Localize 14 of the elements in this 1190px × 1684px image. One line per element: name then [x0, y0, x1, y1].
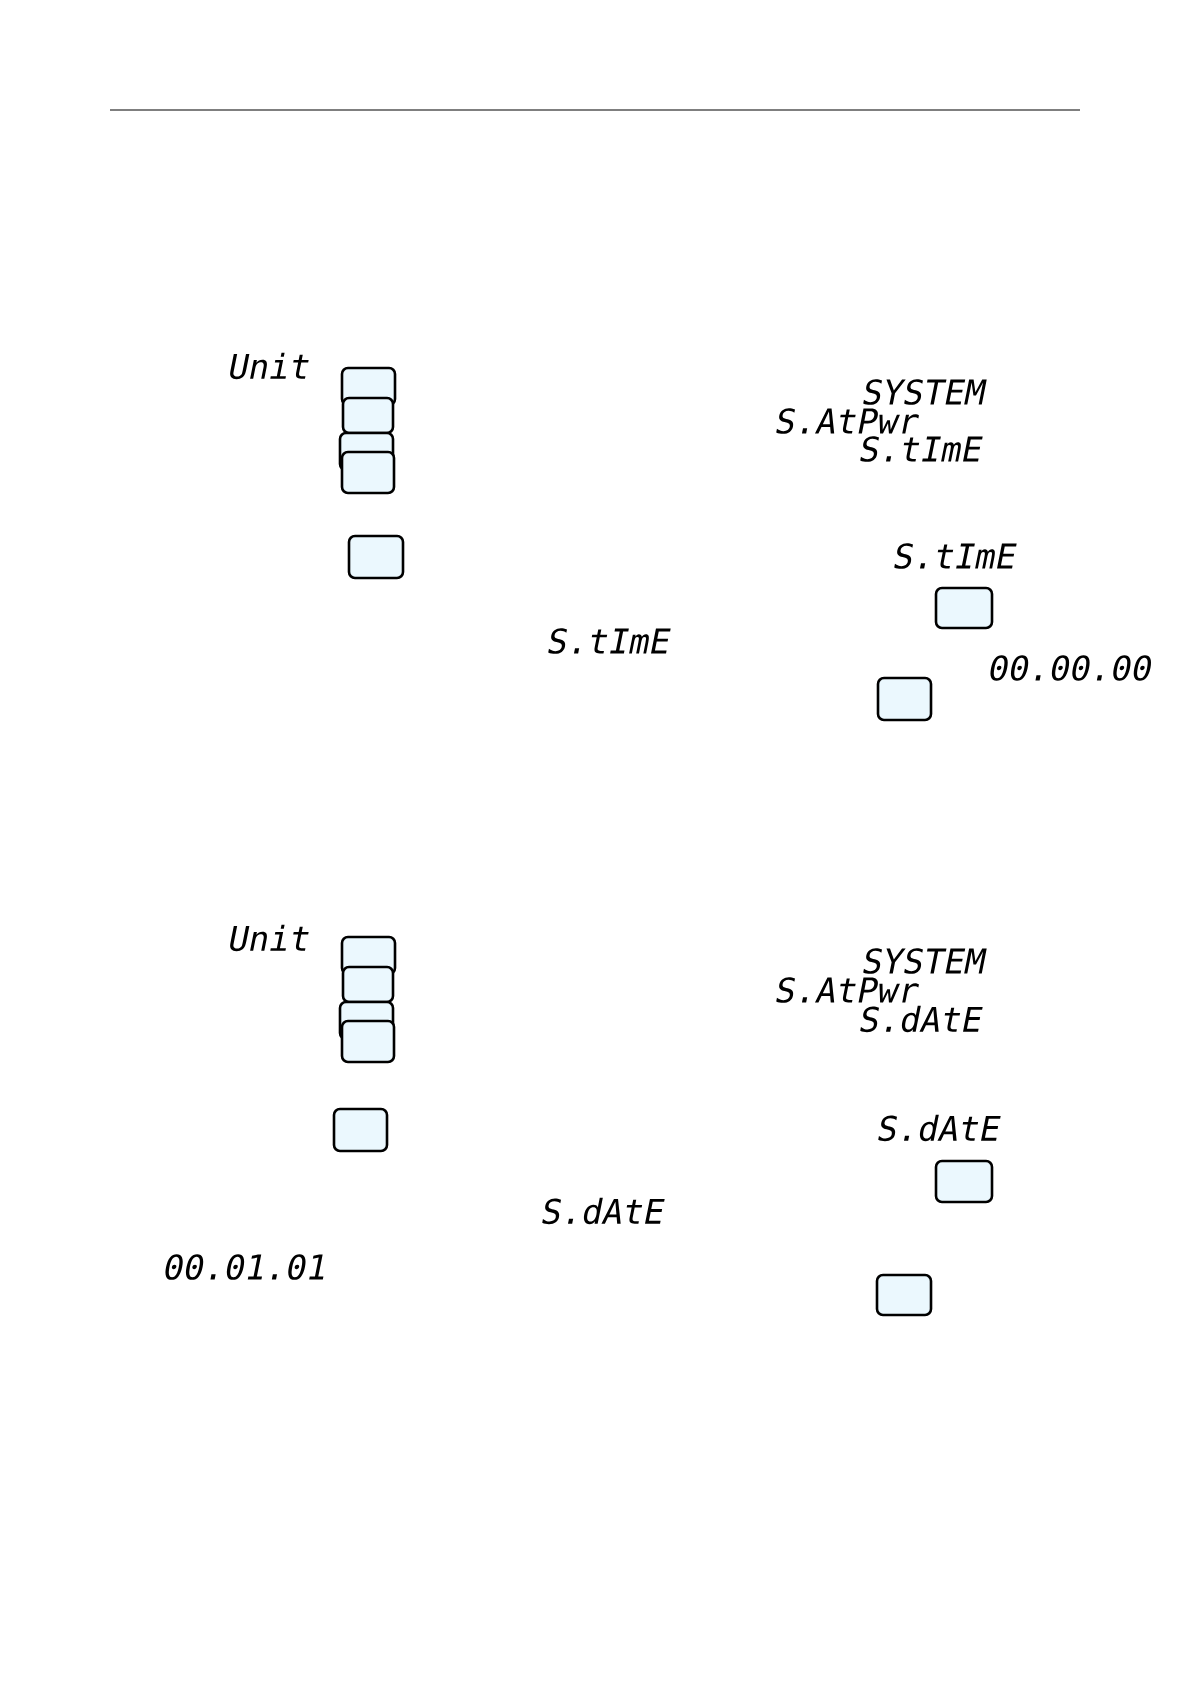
display-readout: S.dAtE [860, 1005, 983, 1033]
display-readout: S.tImE [894, 543, 1017, 569]
display-readout: 00.01.01 [165, 1254, 324, 1280]
display-readout: S.dAtE [878, 1114, 1001, 1142]
display-readout: S.tImE [860, 436, 983, 462]
display-readout: S.dAtE [542, 1197, 665, 1225]
display-readout: Unit [230, 924, 309, 952]
display-readout: S.AtPwr [776, 408, 919, 434]
display-readout: S.AtPwr [776, 977, 919, 1003]
display-readout: 00.00.00 [990, 655, 1151, 681]
display-readout: SYSTEM [863, 379, 987, 405]
display-readout: Unit [230, 352, 309, 380]
display-readout: S.tImE [548, 628, 671, 654]
display-readout: SYSTEM [863, 948, 987, 974]
